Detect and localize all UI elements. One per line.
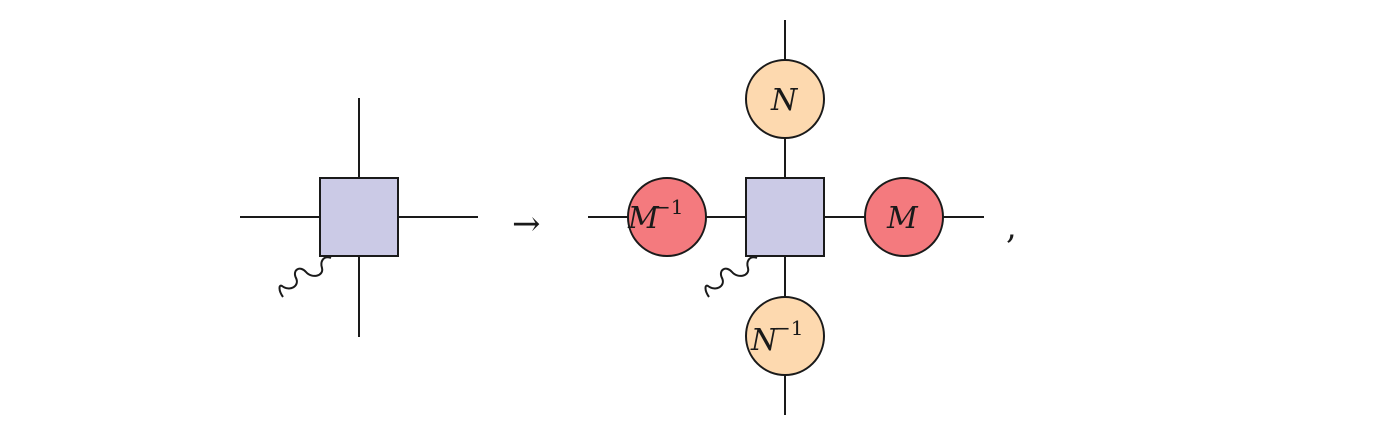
m-node-label: M: [886, 201, 919, 236]
n-inverse-node-base: N: [750, 323, 779, 358]
trailing-comma: ,: [1006, 207, 1017, 247]
m-inverse-node: [627, 177, 707, 257]
n-node-label: N: [770, 83, 799, 118]
arrow-symbol: →: [512, 204, 541, 244]
lhs-tensor-group: [240, 98, 478, 337]
m-node: [864, 177, 944, 257]
lhs-physical-wavy-leg: [278, 256, 332, 298]
rhs-tensor-group: M −1 M N N −1: [588, 20, 984, 415]
rhs-physical-wavy-leg: [704, 256, 758, 298]
n-inverse-node: [745, 296, 825, 376]
m-inverse-node-base: M: [627, 201, 660, 236]
n-node: [745, 59, 825, 139]
n-inverse-node-exponent: −1: [774, 316, 803, 340]
lhs-tensor-square: [319, 177, 399, 257]
m-inverse-node-exponent: −1: [654, 195, 683, 219]
rhs-tensor-square: [745, 177, 825, 257]
